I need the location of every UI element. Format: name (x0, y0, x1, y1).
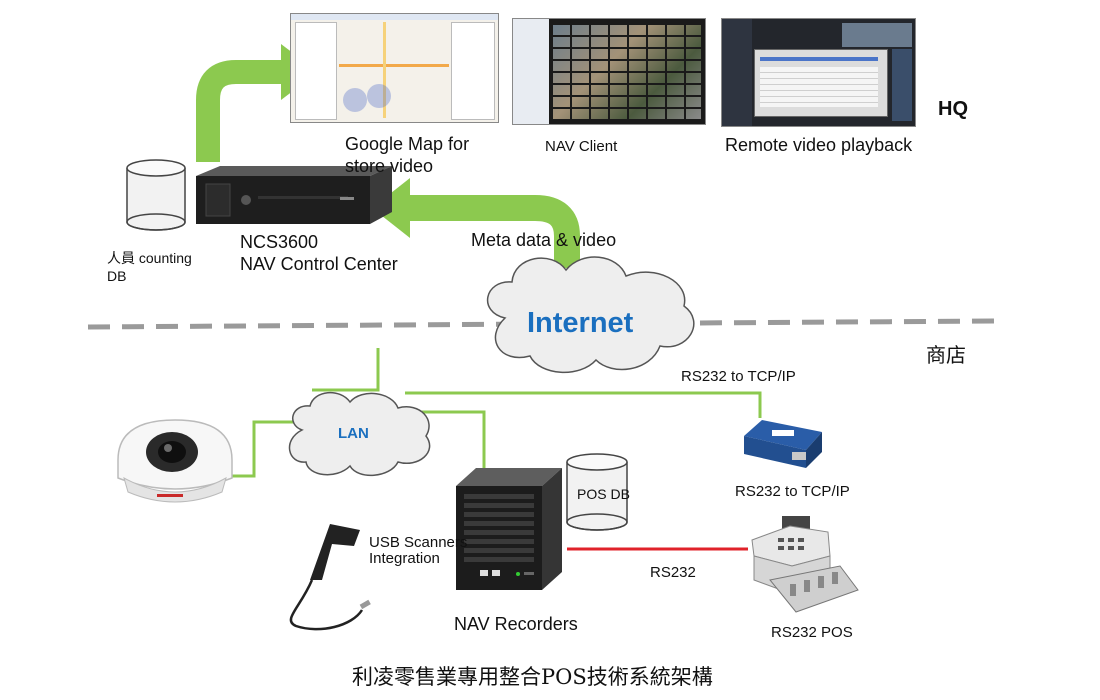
page-title: 利凌零售業專用整合POS技術系統架構 (352, 665, 713, 689)
remote-playback-screenshot (721, 18, 916, 127)
usb-scanner-icon (289, 524, 371, 631)
ncs3600-server-icon (196, 166, 392, 224)
lan-wiring (232, 348, 762, 478)
lan-cloud (288, 392, 431, 477)
dome-camera-icon (117, 419, 233, 503)
rs232-converter-icon (744, 420, 822, 468)
google-map-label-line1: Google Map for (345, 134, 470, 154)
nav-client-label: NAV Client (545, 138, 618, 155)
nav-client-screenshot (512, 18, 706, 125)
pos-db-icon (566, 453, 628, 531)
nav-recorder-icon (456, 468, 562, 590)
arrow-meta-data (372, 178, 580, 268)
converter-label: RS232 to TCP/IP (735, 483, 850, 500)
scanner-label-line1: USB Scanners (369, 534, 468, 551)
cash-register-icon (751, 516, 859, 613)
counting-db-icon (126, 159, 186, 231)
internet-cloud (486, 256, 695, 373)
hq-zone-label: HQ (938, 98, 968, 120)
pos-db-label: POS DB (577, 486, 630, 502)
lan-label: LAN (338, 425, 369, 442)
store-zone-label: 商店 (926, 343, 966, 367)
rs232-link-label: RS232 (650, 564, 696, 581)
counting-db-label-line2: DB (107, 268, 127, 284)
control-center-model: NCS3600 (240, 232, 319, 252)
google-map-label-line2: store video (345, 156, 434, 176)
counting-db-label-line1: 人員 counting (107, 250, 192, 266)
google-map-screenshot (290, 13, 499, 123)
rs232-tcp-link-label: RS232 to TCP/IP (681, 368, 796, 385)
recorders-label: NAV Recorders (454, 614, 578, 634)
meta-link-label: Meta data & video (471, 230, 617, 250)
remote-playback-label: Remote video playback (725, 135, 913, 155)
scanner-label-line2: Integration (369, 550, 440, 567)
internet-label: Internet (527, 307, 634, 339)
control-center-name: NAV Control Center (240, 254, 398, 274)
pos-label: RS232 POS (771, 624, 853, 641)
